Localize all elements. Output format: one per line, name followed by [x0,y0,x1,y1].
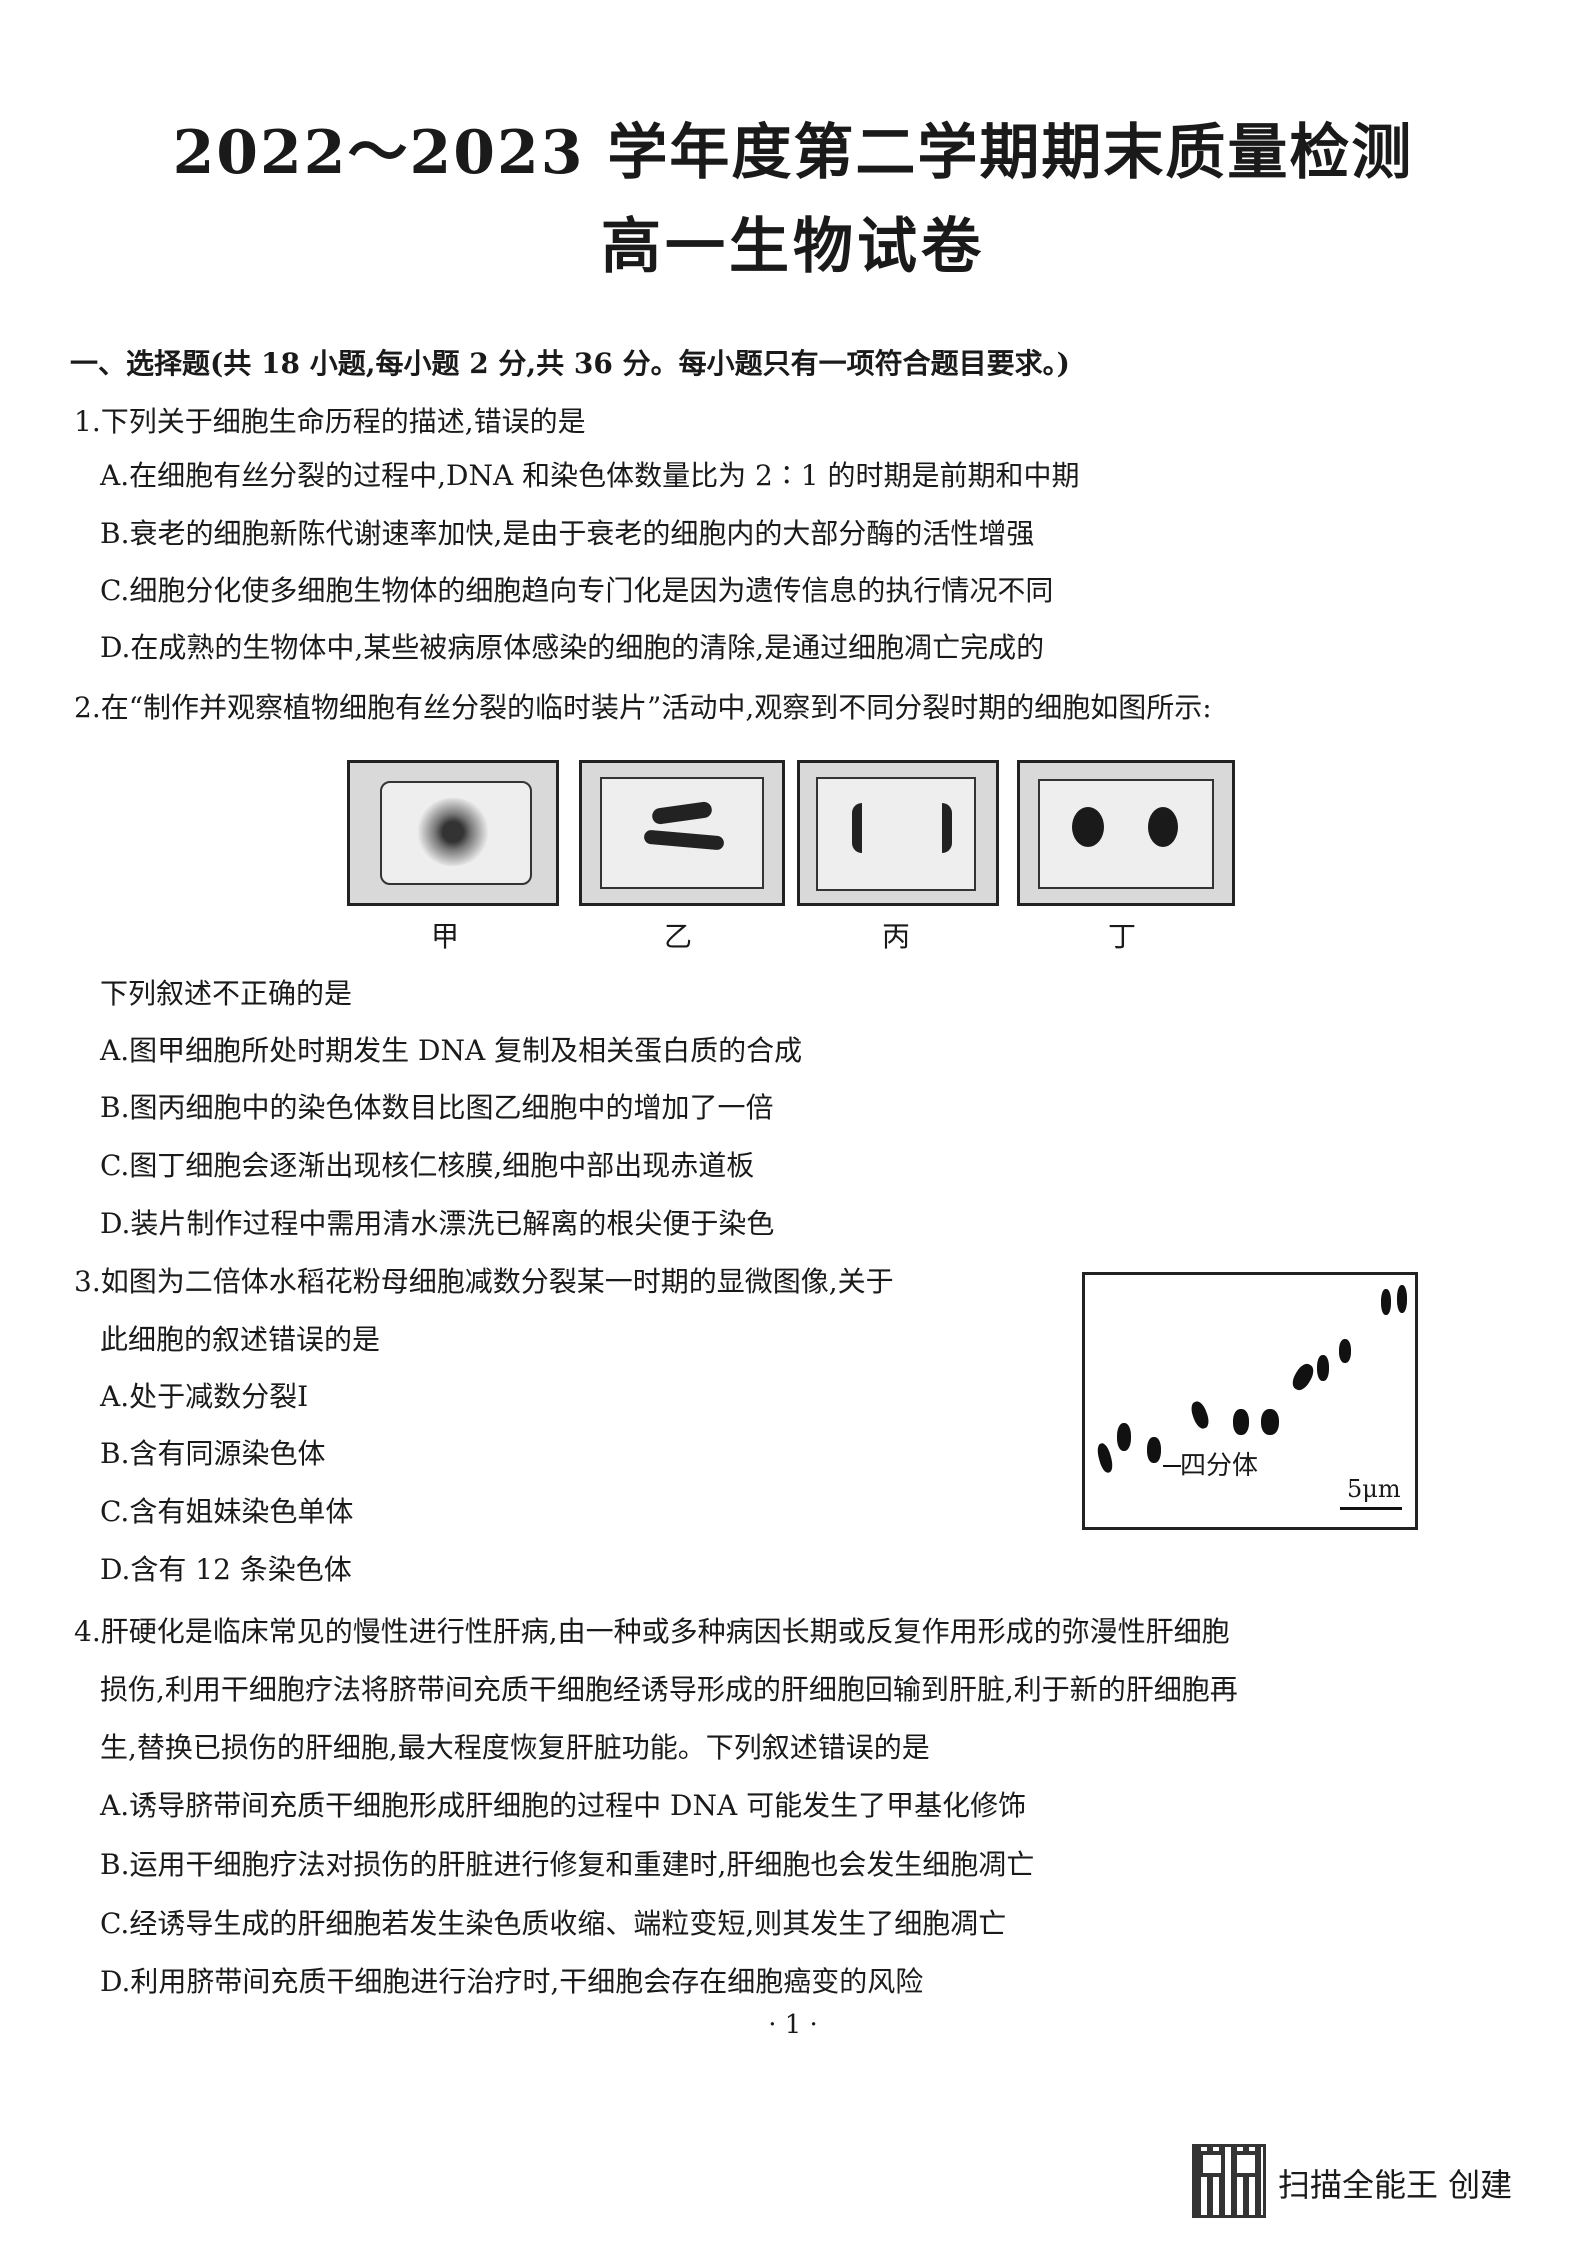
q2-option-a: A.图甲细胞所处时期发生 DNA 复制及相关蛋白质的合成 [100,1034,803,1067]
scale-bar [1340,1507,1402,1510]
q1-stem: 1.下列关于细胞生命历程的描述,错误的是 [74,405,586,438]
q4-stem-line2: 损伤,利用干细胞疗法将脐带间充质干细胞经诱导形成的肝细胞回输到肝脏,利于新的肝细… [100,1673,1238,1706]
cell-jia-image [347,760,559,906]
q3-option-d: D.含有 12 条染色体 [100,1553,352,1586]
q1-option-a: A.在细胞有丝分裂的过程中,DNA 和染色体数量比为 2∶1 的时期是前期和中期 [100,459,1080,492]
section-heading: 一、选择题(共 18 小题,每小题 2 分,共 36 分。每小题只有一项符合题目… [70,347,1070,380]
q2-cell-figure: 甲 乙 丙 丁 [345,760,1235,960]
q4-option-b: B.运用干细胞疗法对损伤的肝脏进行修复和重建时,肝细胞也会发生细胞凋亡 [100,1848,1035,1881]
q1-option-d: D.在成熟的生物体中,某些被病原体感染的细胞的清除,是通过细胞凋亡完成的 [100,631,1045,664]
q3-stem-line1: 3.如图为二倍体水稻花粉母细胞减数分裂某一时期的显微图像,关于 [74,1265,894,1298]
cell-label-ding: 丁 [1107,920,1136,953]
q4-option-c: C.经诱导生成的肝细胞若发生染色质收缩、端粒变短,则其发生了细胞凋亡 [100,1907,1007,1940]
q3-micrograph: 四分体 5μm [1082,1272,1418,1530]
q4-option-d: D.利用脐带间充质干细胞进行治疗时,干细胞会存在细胞癌变的风险 [100,1965,924,1998]
exam-title: 2022～2023 学年度第二学期期末质量检测 [172,118,1414,188]
scale-label: 5μm [1347,1475,1401,1503]
cell-label-bing: 丙 [881,920,910,953]
q2-option-d: D.装片制作过程中需用清水漂洗已解离的根尖便于染色 [100,1207,775,1240]
q3-option-a: A.处于减数分裂Ⅰ [100,1380,309,1413]
cell-yi-image [579,760,785,906]
q2-prompt: 下列叙述不正确的是 [100,977,353,1010]
q4-stem-line3: 生,替换已损伤的肝细胞,最大程度恢复肝脏功能。下列叙述错误的是 [100,1731,930,1764]
tetrad-label: 四分体 [1180,1451,1259,1481]
cell-label-jia: 甲 [430,920,459,953]
q3-stem-line2: 此细胞的叙述错误的是 [100,1323,381,1356]
q3-option-c: C.含有姐妹染色单体 [100,1495,354,1528]
exam-subtitle: 高一生物试卷 [601,212,985,282]
q3-option-b: B.含有同源染色体 [100,1437,326,1470]
q1-option-c: C.细胞分化使多细胞生物体的细胞趋向专门化是因为遗传信息的执行情况不同 [100,574,1054,607]
cell-label-yi: 乙 [663,920,692,953]
q1-option-b: B.衰老的细胞新陈代谢速率加快,是由于衰老的细胞内的大部分酶的活性增强 [100,517,1035,550]
cell-ding-image [1017,760,1235,906]
scanner-watermark: 扫描全能王 创建 [1278,2166,1513,2204]
q2-option-c: C.图丁细胞会逐渐出现核仁核膜,细胞中部出现赤道板 [100,1149,755,1182]
page-number: · 1 · [768,2010,818,2040]
q4-stem-line1: 4.肝硬化是临床常见的慢性进行性肝病,由一种或多种病因长期或反复作用形成的弥漫性… [74,1615,1230,1648]
cell-bing-image [797,760,999,906]
q2-option-b: B.图丙细胞中的染色体数目比图乙细胞中的增加了一倍 [100,1091,774,1124]
q2-stem: 2.在“制作并观察植物细胞有丝分裂的临时装片”活动中,观察到不同分裂时期的细胞如… [74,691,1212,724]
q4-option-a: A.诱导脐带间充质干细胞形成肝细胞的过程中 DNA 可能发生了甲基化修饰 [100,1789,1027,1822]
qr-code-icon [1192,2144,1266,2218]
